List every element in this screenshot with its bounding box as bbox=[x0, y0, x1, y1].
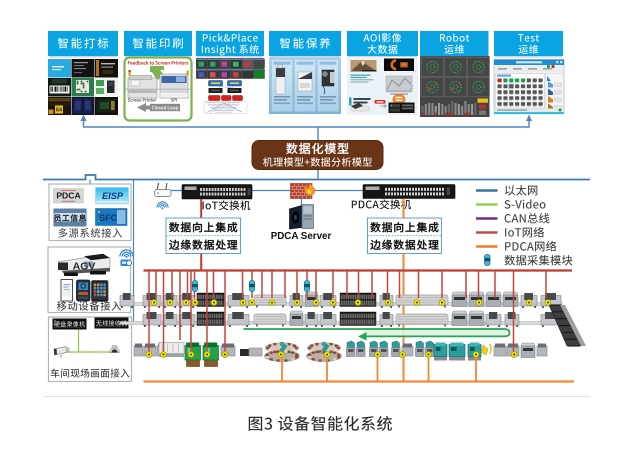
svg-text:PDCA Server: PDCA Server bbox=[271, 231, 332, 242]
svg-text:EISP: EISP bbox=[102, 191, 124, 201]
svg-text:AGV: AGV bbox=[73, 261, 96, 273]
svg-text:SFC: SFC bbox=[99, 213, 118, 223]
svg-text:PDCA: PDCA bbox=[56, 191, 80, 201]
